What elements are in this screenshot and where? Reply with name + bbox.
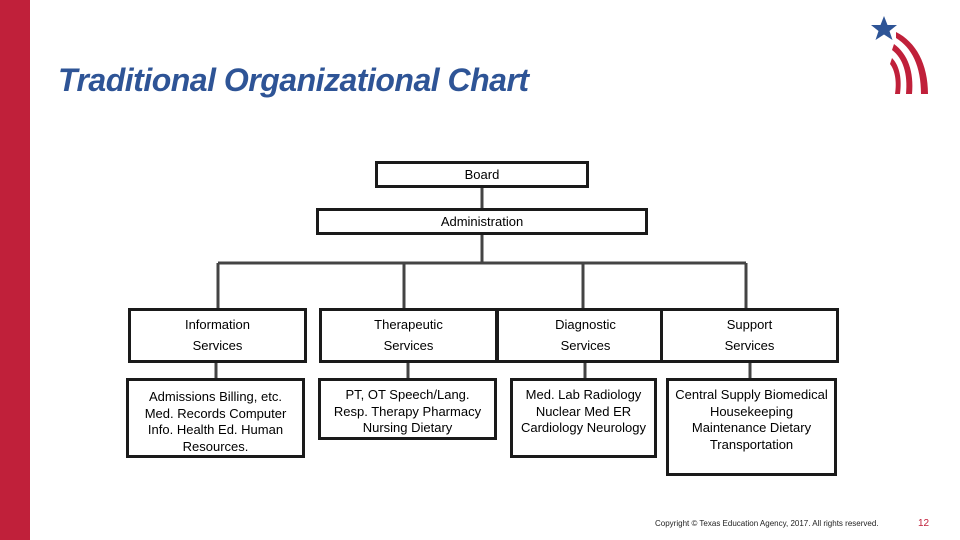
details-text: PT, OT Speech/Lang. Resp. Therapy Pharma… <box>333 387 482 435</box>
administration-label: Administration <box>440 213 524 229</box>
board-label: Board <box>464 166 500 182</box>
services-title: Therapeutic <box>374 317 443 332</box>
copyright-footer: Copyright © Texas Education Agency, 2017… <box>655 519 879 528</box>
services-title: Diagnostic <box>555 317 616 332</box>
details-text: Central Supply Biomedical Housekeeping M… <box>675 387 828 452</box>
diagnostic-details-box: Med. Lab Radiology Nuclear Med ER Cardio… <box>510 378 657 458</box>
information-services-box: Information Services <box>128 308 307 363</box>
information-details-box: Admissions Billing, etc. Med. Records Co… <box>126 378 305 458</box>
details-text: Med. Lab Radiology Nuclear Med ER Cardio… <box>520 387 646 435</box>
services-title: Support <box>726 317 773 332</box>
services-title: Information <box>184 317 251 332</box>
star-stripes-logo-icon <box>871 16 928 94</box>
slide-title: Traditional Organizational Chart <box>58 62 529 98</box>
diagnostic-services-box: Diagnostic Services <box>496 308 675 363</box>
therapeutic-details-box: PT, OT Speech/Lang. Resp. Therapy Pharma… <box>318 378 497 440</box>
support-services-box: Support Services <box>660 308 839 363</box>
left-accent-bar <box>0 0 30 540</box>
services-suffix: Services <box>192 338 243 353</box>
administration-box: Administration <box>316 208 648 235</box>
page-number: 12 <box>918 518 930 529</box>
therapeutic-services-box: Therapeutic Services <box>319 308 498 363</box>
board-box: Board <box>375 161 589 188</box>
details-text: Admissions Billing, etc. Med. Records Co… <box>144 389 287 454</box>
support-details-box: Central Supply Biomedical Housekeeping M… <box>666 378 837 476</box>
services-suffix: Services <box>724 338 775 353</box>
services-suffix: Services <box>383 338 434 353</box>
services-suffix: Services <box>560 338 611 353</box>
